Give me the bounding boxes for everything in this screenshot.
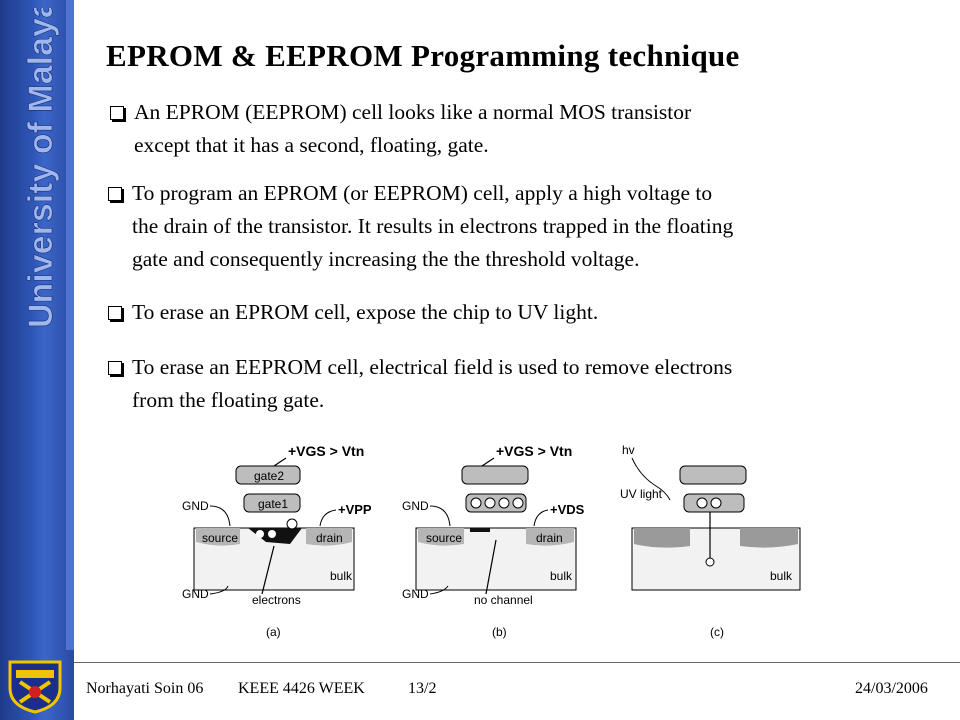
b-gnd-bottom: GND [402,587,429,601]
a-gate2-label: gate2 [254,469,284,483]
b-vds-label: +VDS [550,502,585,517]
footer-page: 13/2 [408,680,437,697]
footer-course: KEEE 4426 WEEK [238,680,365,697]
b-drain-label: drain [536,531,563,545]
b-vgs-label: +VGS > Vtn [496,443,572,459]
footer-divider [74,662,960,663]
b-source-label: source [426,531,462,545]
c-uv-label: UV light [620,487,663,501]
b-gate2 [461,465,529,485]
a-gate1-label: gate1 [258,497,288,511]
university-crest-logo [8,660,62,714]
bullet-box-icon [108,361,122,375]
diagram-b: +VGS > Vtn GND +VDS source drain bulk GN… [402,443,585,639]
bullet-box-icon [110,106,124,120]
a-bulk-label: bulk [330,569,353,583]
a-source-label: source [202,531,238,545]
a-gate2 [235,465,301,485]
banner-text-container: University of Malaya [8,8,68,338]
b-no-channel-label: no channel [474,593,533,607]
banner-university-name: University of Malaya [22,8,60,328]
b-gate1 [465,493,527,513]
bullet-1: An EPROM (EEPROM) cell looks like a norm… [110,96,692,162]
slide-title: EPROM & EEPROM Programming technique [106,38,740,73]
eprom-cell-diagram: +VGS > Vtn gate2 gate1 GND +VPP source d… [182,443,801,639]
bullet-2-line-2: the drain of the transistor. It results … [132,214,734,238]
a-gnd-bottom: GND [182,587,209,601]
footer-date: 24/03/2006 [855,680,928,697]
c-bulk-label: bulk [770,569,793,583]
banner-stripe [66,0,74,650]
diagram-c: hv UV light bulk (c) [620,443,801,639]
a-vpp-label: +VPP [338,502,372,517]
bullet-3-line-1: To erase an EPROM cell, expose the chip … [132,300,599,324]
bullet-1-line-2: except that it has a second, floating, g… [134,133,489,157]
bullet-4-line-1: To erase an EEPROM cell, electrical fiel… [132,355,733,379]
b-bulk-label: bulk [550,569,573,583]
a-gate1 [243,493,301,513]
bullet-box-icon [108,187,122,201]
c-caption: (c) [710,625,724,639]
university-banner: University of Malaya [0,0,74,720]
bullet-2: To program an EPROM (or EEPROM) cell, ap… [108,177,734,276]
footer-author: Norhayati Soin 06 [86,680,204,697]
b-caption: (b) [492,625,507,639]
b-gnd-top: GND [402,499,429,513]
bullet-3: To erase an EPROM cell, expose the chip … [108,296,599,329]
a-electrons-label: electrons [252,593,301,607]
a-gnd-top: GND [182,499,209,513]
bullet-2-line-1: To program an EPROM (or EEPROM) cell, ap… [132,181,713,205]
bullet-2-line-3: gate and consequently increasing the the… [132,247,640,271]
a-vgs-label: +VGS > Vtn [288,443,364,459]
bullet-4: To erase an EEPROM cell, electrical fiel… [108,351,733,417]
a-caption: (a) [266,625,281,639]
diagram-a: +VGS > Vtn gate2 gate1 GND +VPP source d… [182,443,372,639]
bullet-box-icon [108,306,122,320]
bullet-4-line-2: from the floating gate. [132,388,325,412]
c-hv-label: hv [622,443,635,457]
bullet-1-line-1: An EPROM (EEPROM) cell looks like a norm… [134,100,692,124]
a-drain-label: drain [316,531,343,545]
c-gate2 [679,465,747,485]
